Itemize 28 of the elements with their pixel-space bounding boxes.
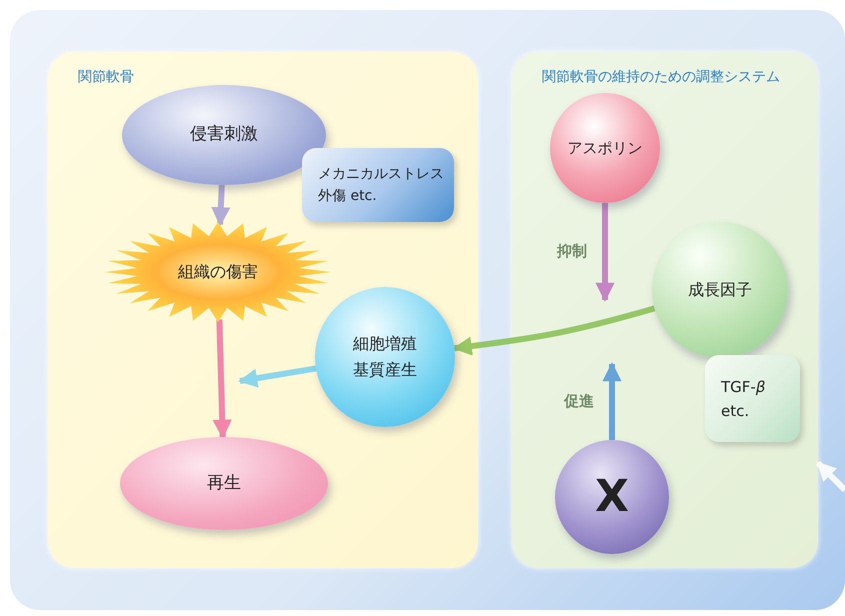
edge-label: 促進 bbox=[564, 392, 594, 411]
panel bbox=[512, 52, 818, 568]
note-box bbox=[705, 355, 800, 442]
node-label: 再生 bbox=[207, 472, 241, 495]
node-label: TGF-β bbox=[721, 376, 766, 398]
arrow bbox=[602, 362, 622, 440]
note-box bbox=[302, 148, 454, 222]
edge-label: 抑制 bbox=[557, 242, 587, 260]
arrow bbox=[212, 319, 232, 439]
arrow bbox=[595, 203, 615, 302]
panel bbox=[48, 52, 478, 568]
node-label: 侵害刺激 bbox=[190, 123, 258, 146]
panel-heading: 関節軟骨の維持のための調整システム bbox=[542, 68, 780, 87]
node-label: etc. bbox=[721, 400, 750, 422]
panel-heading: 関節軟骨 bbox=[78, 68, 134, 87]
node-label: X bbox=[595, 470, 629, 524]
node-label: アスポリン bbox=[568, 138, 642, 159]
arrow bbox=[452, 306, 656, 356]
starburst-node bbox=[105, 222, 331, 322]
arrow bbox=[238, 365, 316, 388]
node-label: 成長因子 bbox=[688, 279, 752, 302]
arrow bbox=[211, 184, 230, 226]
node-label: メカニカルストレス bbox=[318, 164, 444, 184]
node-label: 組織の傷害 bbox=[178, 261, 258, 284]
arrow bbox=[816, 460, 845, 492]
node-label: 基質産生 bbox=[353, 359, 417, 381]
node-label: 外傷 etc. bbox=[318, 187, 377, 206]
node-label: 細胞増殖 bbox=[353, 333, 417, 356]
